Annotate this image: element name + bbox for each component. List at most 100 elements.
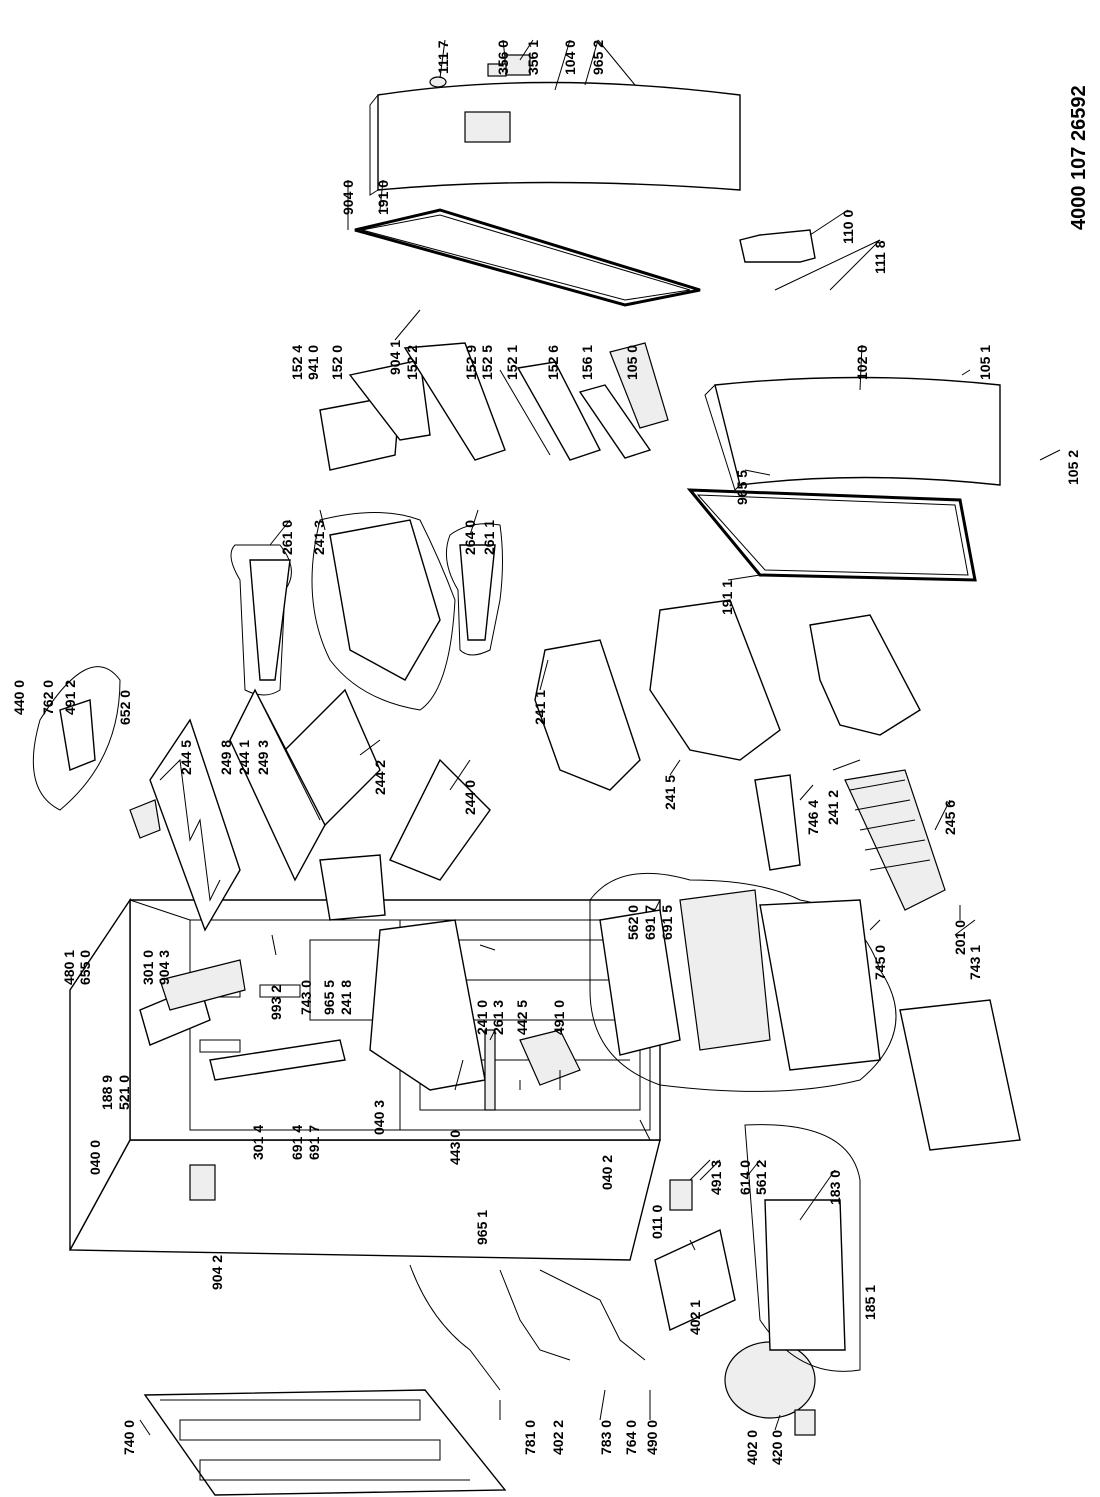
label-965-5-shelf: 965 5: [321, 979, 337, 1015]
label-442-5: 442 5: [514, 999, 530, 1035]
document-number: 4000 107 26592: [1068, 85, 1090, 230]
label-443-0: 443 0: [447, 1129, 463, 1165]
label-691-7-evap: 691 7: [642, 904, 658, 940]
label-440-0: 440 0: [11, 679, 27, 715]
label-781-0: 781 0: [522, 1419, 538, 1455]
label-356-0: 356 0: [495, 39, 511, 75]
door-balconies: [319, 342, 669, 471]
label-691-7-cab: 691 7: [306, 1124, 322, 1160]
pipes: [409, 1264, 646, 1391]
label-185-1: 185 1: [862, 1284, 878, 1320]
label-941-0: 941 0: [305, 344, 321, 380]
label-743-0: 743 0: [298, 979, 314, 1015]
label-261-1: 261 1: [481, 519, 497, 555]
label-244-5: 244 5: [178, 739, 194, 775]
label-904-0: 904 0: [340, 179, 356, 215]
freezer-drawers: [534, 599, 946, 911]
upper-door: [369, 54, 741, 196]
label-152-0: 152 0: [329, 344, 345, 380]
label-241-5: 241 5: [662, 774, 678, 810]
label-104-0: 104 0: [562, 39, 578, 75]
label-746-4: 746 4: [805, 799, 821, 835]
label-249-3: 249 3: [255, 739, 271, 775]
leader-lines: [139, 39, 1061, 1436]
label-102-0: 102 0: [854, 344, 870, 380]
label-740-0: 740 0: [121, 1419, 137, 1455]
label-110-0: 110 0: [840, 209, 856, 244]
label-188-9: 188 9: [99, 1074, 115, 1110]
label-241-2: 241 2: [825, 789, 841, 825]
fan-and-controls: [32, 666, 581, 1086]
label-105-1: 105 1: [977, 344, 993, 380]
label-301-0: 301 0: [140, 949, 156, 985]
label-420-0: 420 0: [769, 1429, 785, 1465]
label-191-1: 191 1: [719, 579, 735, 615]
hinge-bracket: [739, 229, 816, 263]
fridge-crispers: [319, 854, 496, 1111]
label-152-4: 152 4: [289, 344, 305, 380]
lower-door-gasket: [686, 488, 977, 582]
label-561-2: 561 2: [753, 1159, 769, 1195]
label-491-2: 491 2: [62, 679, 78, 715]
label-105-2: 105 2: [1065, 449, 1081, 485]
label-652-0: 652 0: [117, 689, 133, 725]
label-111-8: 111 8: [872, 240, 888, 275]
label-762-0: 762 0: [40, 679, 56, 715]
label-356-1: 356 1: [525, 39, 541, 75]
label-491-3: 491 3: [708, 1159, 724, 1195]
label-261-0: 261 0: [279, 519, 295, 555]
label-745-0: 745 0: [872, 944, 888, 980]
label-402-2: 402 2: [550, 1419, 566, 1455]
label-040-3: 040 3: [371, 1099, 387, 1135]
label-264-0: 264 0: [462, 519, 478, 555]
label-244-1: 244 1: [236, 739, 252, 775]
evaporator-group: [589, 872, 1021, 1151]
label-244-2: 244 2: [372, 759, 388, 795]
label-183-0: 183 0: [827, 1169, 843, 1205]
bottle-drawer-group: [230, 512, 503, 711]
label-301-4: 301 4: [250, 1124, 266, 1160]
label-156-1: 156 1: [579, 344, 595, 380]
label-480-1: 480 1: [61, 949, 77, 985]
label-241-1: 241 1: [532, 689, 548, 725]
label-743-1: 743 1: [967, 944, 983, 980]
label-261-3: 261 3: [490, 999, 506, 1035]
label-562-0: 562 0: [625, 904, 641, 940]
label-152-2: 152 2: [404, 344, 420, 380]
label-521-0: 521 0: [116, 1074, 132, 1110]
label-241-3: 241 3: [311, 519, 327, 555]
label-201-0: 201 0: [952, 919, 968, 955]
label-105-0: 105 0: [624, 344, 640, 380]
label-402-0: 402 0: [744, 1429, 760, 1465]
label-904-2: 904 2: [209, 1254, 225, 1290]
glass-shelves: [149, 688, 491, 932]
label-241-0: 241 0: [474, 999, 490, 1035]
label-965-2: 965 2: [590, 39, 606, 75]
label-965-5-door: 965 5: [734, 469, 750, 505]
label-655-0: 655 0: [77, 949, 93, 985]
label-614-0: 614 0: [737, 1159, 753, 1195]
lower-door: [704, 376, 1001, 491]
label-904-3: 904 3: [156, 949, 172, 985]
condenser: [143, 1389, 507, 1496]
label-241-8: 241 8: [338, 979, 354, 1015]
label-040-0: 040 0: [87, 1139, 103, 1175]
label-491-0: 491 0: [551, 999, 567, 1035]
label-402-1: 402 1: [687, 1299, 703, 1335]
label-152-9: 152 9: [463, 344, 479, 380]
label-783-0: 783 0: [598, 1419, 614, 1455]
label-764-0: 764 0: [623, 1419, 639, 1455]
label-152-1: 152 1: [504, 344, 520, 380]
upper-door-gasket: [354, 208, 701, 307]
label-691-5: 691 5: [659, 904, 675, 940]
label-191-0: 191 0: [375, 179, 391, 215]
label-011-0: 011 0: [649, 1204, 665, 1239]
label-904-1: 904 1: [387, 339, 403, 375]
label-993-2: 993 2: [268, 984, 284, 1020]
label-965-1: 965 1: [474, 1209, 490, 1245]
label-245-6: 245 6: [942, 799, 958, 835]
label-490-0: 490 0: [644, 1419, 660, 1455]
label-152-5: 152 5: [479, 344, 495, 380]
